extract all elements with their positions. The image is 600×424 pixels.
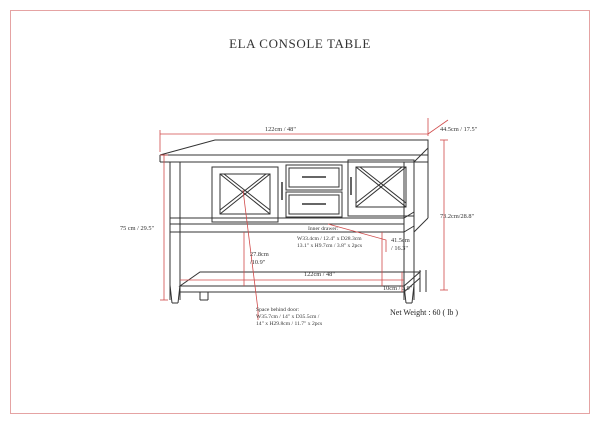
space-behind-door-line1: W35.7cm / 14" x D35.5cm /	[256, 314, 320, 320]
net-weight: Net Weight : 60 ( lb )	[390, 308, 458, 317]
tabletop	[159, 139, 429, 156]
middle-rail	[169, 211, 415, 233]
page-border	[10, 10, 590, 414]
open-shelf-height-label: 41.5cm	[391, 237, 410, 244]
right-door	[347, 159, 415, 217]
lower-drawer	[285, 191, 343, 218]
top-width-label: 122cm / 48"	[265, 126, 296, 133]
shelf-width-label: 122cm / 48"	[304, 271, 335, 278]
inner-drawer-line2: 13.1" x H9.7cm / 3.8" x 2pcs	[297, 243, 362, 249]
left-door	[211, 166, 279, 223]
floor-clearance-label: 10cm / 3.9"	[383, 285, 413, 292]
space-behind-door-heading: Space behind door:	[256, 307, 300, 313]
lower-shelf	[178, 271, 422, 287]
shelf-clearance-inch-label: /10.9"	[250, 259, 266, 266]
space-behind-door-line2: 14" x H29.8cm / 11.7" x 2pcs	[256, 321, 322, 327]
dimension-lines	[159, 118, 449, 320]
furniture-outline	[159, 139, 429, 304]
inner-drawer-line1: W33.4cm / 12.4" x D28.3cm	[297, 236, 362, 242]
shelf-clearance-label: 27.8cm	[250, 251, 269, 258]
height-left-label: 75 cm / 29.5"	[120, 225, 154, 232]
open-shelf-height-inch-label: / 16.3"	[391, 245, 408, 252]
height-right-label: 73.2cm/28.8"	[440, 213, 474, 220]
inner-drawer-heading: Inner drawer:	[308, 226, 339, 232]
depth-label: 44.5cm / 17.5"	[440, 126, 478, 133]
cabinet-body	[179, 161, 405, 225]
product-title: ELA CONSOLE TABLE	[229, 36, 371, 51]
upper-drawer	[285, 164, 343, 191]
